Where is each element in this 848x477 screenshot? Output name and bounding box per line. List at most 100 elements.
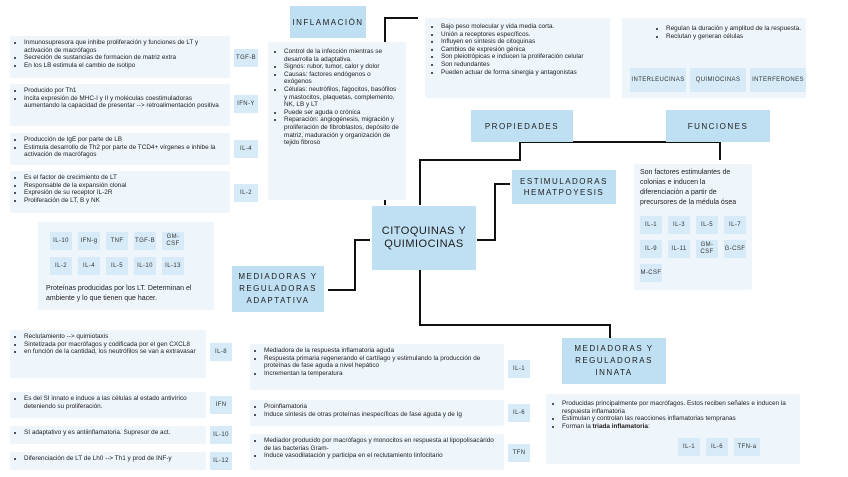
propiedades-item: Cambios de expresión génica — [441, 46, 604, 54]
il2-item: Es el factor de crecimiento de LT — [24, 174, 226, 182]
inflamacion-item: Puede ser aguda o crónica — [284, 109, 400, 117]
hematopoyesis-tag: IL-5 — [696, 216, 718, 234]
tgfb-item: En los LB estimula el cambio de isotipo — [24, 62, 226, 70]
inflamacion-item: Causas: factores endógenos o exógenos — [284, 71, 400, 86]
hematopoyesis-tag: GM-CSF — [696, 240, 718, 258]
hematopoyesis-tag: M-CSF — [640, 264, 662, 282]
ifny-item: Producido por Th1 — [24, 87, 226, 95]
hematopoyesis-text: Son factores estimulantes de colonias e … — [640, 169, 737, 206]
tfn-card: Mediador producido por macrófagos y mono… — [250, 434, 504, 470]
il4-item: Producción de IgE por parte de LB — [24, 136, 226, 144]
il1-tag: IL-1 — [508, 360, 530, 378]
funciones-card: Regulan la duración y amplitud de la res… — [622, 18, 806, 98]
funciones-item: Regulan la duración y amplitud de la res… — [666, 25, 806, 33]
il1-card: Mediadora de la respuesta inflamatoria a… — [250, 344, 504, 390]
inflamacion-card: Control de la infección mientras se desa… — [268, 42, 406, 200]
funciones-tag: INTERLEUCINAS — [630, 68, 686, 92]
il2-item: Responsable de la expansión clonal — [24, 182, 226, 190]
inflamacion-item: Células: neutrófilos, fagocitos, basófil… — [284, 86, 400, 109]
tfn-tag: TFN — [508, 444, 530, 462]
ifn-item: Es del SI innato e induce a las células … — [24, 395, 202, 410]
tgfb-card: Inmunosupresora que inhibe proliferación… — [10, 36, 230, 78]
adaptativa-title: MEDIADORAS Y REGULADORAS ADAPTATIVA — [232, 266, 324, 312]
funciones-title: FUNCIONES — [666, 110, 770, 142]
propiedades-item: Son pleiotrópicas e inducen la prolifera… — [441, 53, 604, 61]
adaptativa-tag: IL-10 — [50, 232, 72, 250]
il2-item: Expresión de su receptor IL-2R — [24, 189, 226, 197]
inflamacion-item: Control de la infección mientras se desa… — [284, 48, 400, 63]
adaptativa-tag: IL-2 — [50, 257, 72, 275]
il6-item: Induce síntesis de otras proteínas inesp… — [264, 411, 500, 419]
il8-item: en función de la cantidad, los neutrófil… — [24, 348, 202, 356]
il12-item: Diferenciación de LT de Lh0 --> Th1 y pr… — [24, 455, 202, 463]
innata-title: MEDIADORAS Y REGULADORAS INNATA — [562, 338, 666, 384]
funciones-tag: QUIMIOCINAS — [690, 68, 746, 92]
il8-item: Reclutamiento --> quimiotaxis — [24, 333, 202, 341]
ifny-tag: IFN-Y — [234, 95, 258, 113]
ifn-card: Es del SI innato e induce a las células … — [10, 392, 206, 418]
adaptativa-tag: IFN-g — [78, 232, 100, 250]
tgfb-item: Secreción de sustancias de formacion de … — [24, 54, 226, 62]
il8-card: Reclutamiento --> quimiotaxis Sintetizad… — [10, 330, 206, 378]
innata-tag: IL-6 — [706, 438, 728, 456]
hematopoyesis-title: ESTIMULADORAS HEMATPOYESIS — [512, 170, 616, 204]
inflamacion-title: INFLAMACIÓN — [290, 6, 366, 38]
hematopoyesis-tag: IL-1 — [640, 216, 662, 234]
propiedades-item: Unión a receptores específicos. — [441, 31, 604, 39]
adaptativa-tag: IL-5 — [106, 257, 128, 275]
tfn-item: Mediador producido por macrófagos y mono… — [264, 437, 500, 452]
hematopoyesis-card: Son factores estimulantes de colonias e … — [634, 164, 752, 290]
inflamacion-item: Signos: rubor, tumor, calor y dolor — [284, 63, 400, 71]
innata-tag: IL-1 — [678, 438, 700, 456]
il4-item: Estimula desarrollo de Th2 por parte de … — [24, 144, 226, 159]
adaptativa-tag: TGF-B — [134, 232, 156, 250]
propiedades-item: Pueden actuar de forma sinergia y antago… — [441, 69, 604, 77]
adaptativa-tag: GM-CSF — [162, 232, 184, 250]
innata-tag: TFN-a — [734, 438, 760, 456]
adaptativa-tag: IL-10 — [134, 257, 156, 275]
propiedades-item: Son redundantes — [441, 61, 604, 69]
hematopoyesis-tag: IL-11 — [668, 240, 690, 258]
hematopoyesis-tag: IL-9 — [640, 240, 662, 258]
il10-card: SI adaptativo y es antiinflamatoria. Sup… — [10, 426, 206, 444]
il8-item: Sintetizada por macrófagos y codificada … — [24, 341, 202, 349]
ifny-card: Producido por Th1 Incita expresión de MH… — [10, 84, 230, 126]
innata-item: Producidas principalmente por macrófagos… — [562, 400, 794, 415]
innata-card: Producidas principalmente por macrófagos… — [546, 394, 800, 464]
ifn-tag: IFN — [210, 396, 232, 414]
adaptativa-tag: TNF — [106, 232, 128, 250]
funciones-item: Reclutan y generan células — [666, 33, 806, 41]
il10-item: SI adaptativo y es antiinflamatoria. Sup… — [24, 429, 202, 437]
tgfb-tag: TGF-B — [234, 49, 258, 67]
ifny-item: Incita expresión de MHC-I y II y molécul… — [24, 95, 226, 110]
il6-card: Proinflamatoria Induce síntesis de otras… — [250, 400, 504, 426]
innata-item: Forman la triada inflamatoria: — [562, 423, 794, 431]
tfn-item: Induce vasodilatación y participa en el … — [264, 452, 500, 460]
hematopoyesis-tag: G-CSF — [724, 240, 746, 258]
adaptativa-text: Proteínas producidas por los LT. Determi… — [46, 285, 192, 302]
il12-tag: IL-12 — [210, 452, 232, 470]
il6-tag: IL-6 — [508, 404, 530, 422]
il2-tag: IL-2 — [234, 184, 258, 202]
il4-tag: IL-4 — [234, 140, 258, 158]
il2-item: Proliferación de LT, B y NK — [24, 197, 226, 205]
il4-card: Producción de IgE por parte de LB Estimu… — [10, 133, 230, 165]
il1-item: Mediadora de la respuesta inflamatoria a… — [264, 347, 500, 355]
propiedades-card: Bajo peso molecular y vida media corta. … — [425, 18, 610, 98]
adaptativa-tag: IL-4 — [78, 257, 100, 275]
inflamacion-item: Reparación: angiogénesis, migración y pr… — [284, 116, 400, 146]
innata-item: Estimulan y controlan las reacciones inf… — [562, 415, 794, 423]
il1-item: Respuesta primaria regenerando el cartíl… — [264, 355, 500, 370]
hematopoyesis-tag: IL-7 — [724, 216, 746, 234]
hematopoyesis-tag: IL-3 — [668, 216, 690, 234]
il12-card: Diferenciación de LT de Lh0 --> Th1 y pr… — [10, 452, 206, 470]
il2-card: Es el factor de crecimiento de LT Respon… — [10, 171, 230, 213]
adaptativa-tag: IL-13 — [162, 257, 184, 275]
il8-tag: IL-8 — [210, 343, 232, 361]
il1-item: Incrementan la temperatura — [264, 370, 500, 378]
propiedades-item: Influyen en síntesis de citoquinas — [441, 38, 604, 46]
il10-tag: IL-10 — [210, 426, 232, 444]
il6-item: Proinflamatoria — [264, 403, 500, 411]
center-title: CITOQUINAS Y QUIMIOCINAS — [372, 206, 476, 270]
propiedades-item: Bajo peso molecular y vida media corta. — [441, 23, 604, 31]
